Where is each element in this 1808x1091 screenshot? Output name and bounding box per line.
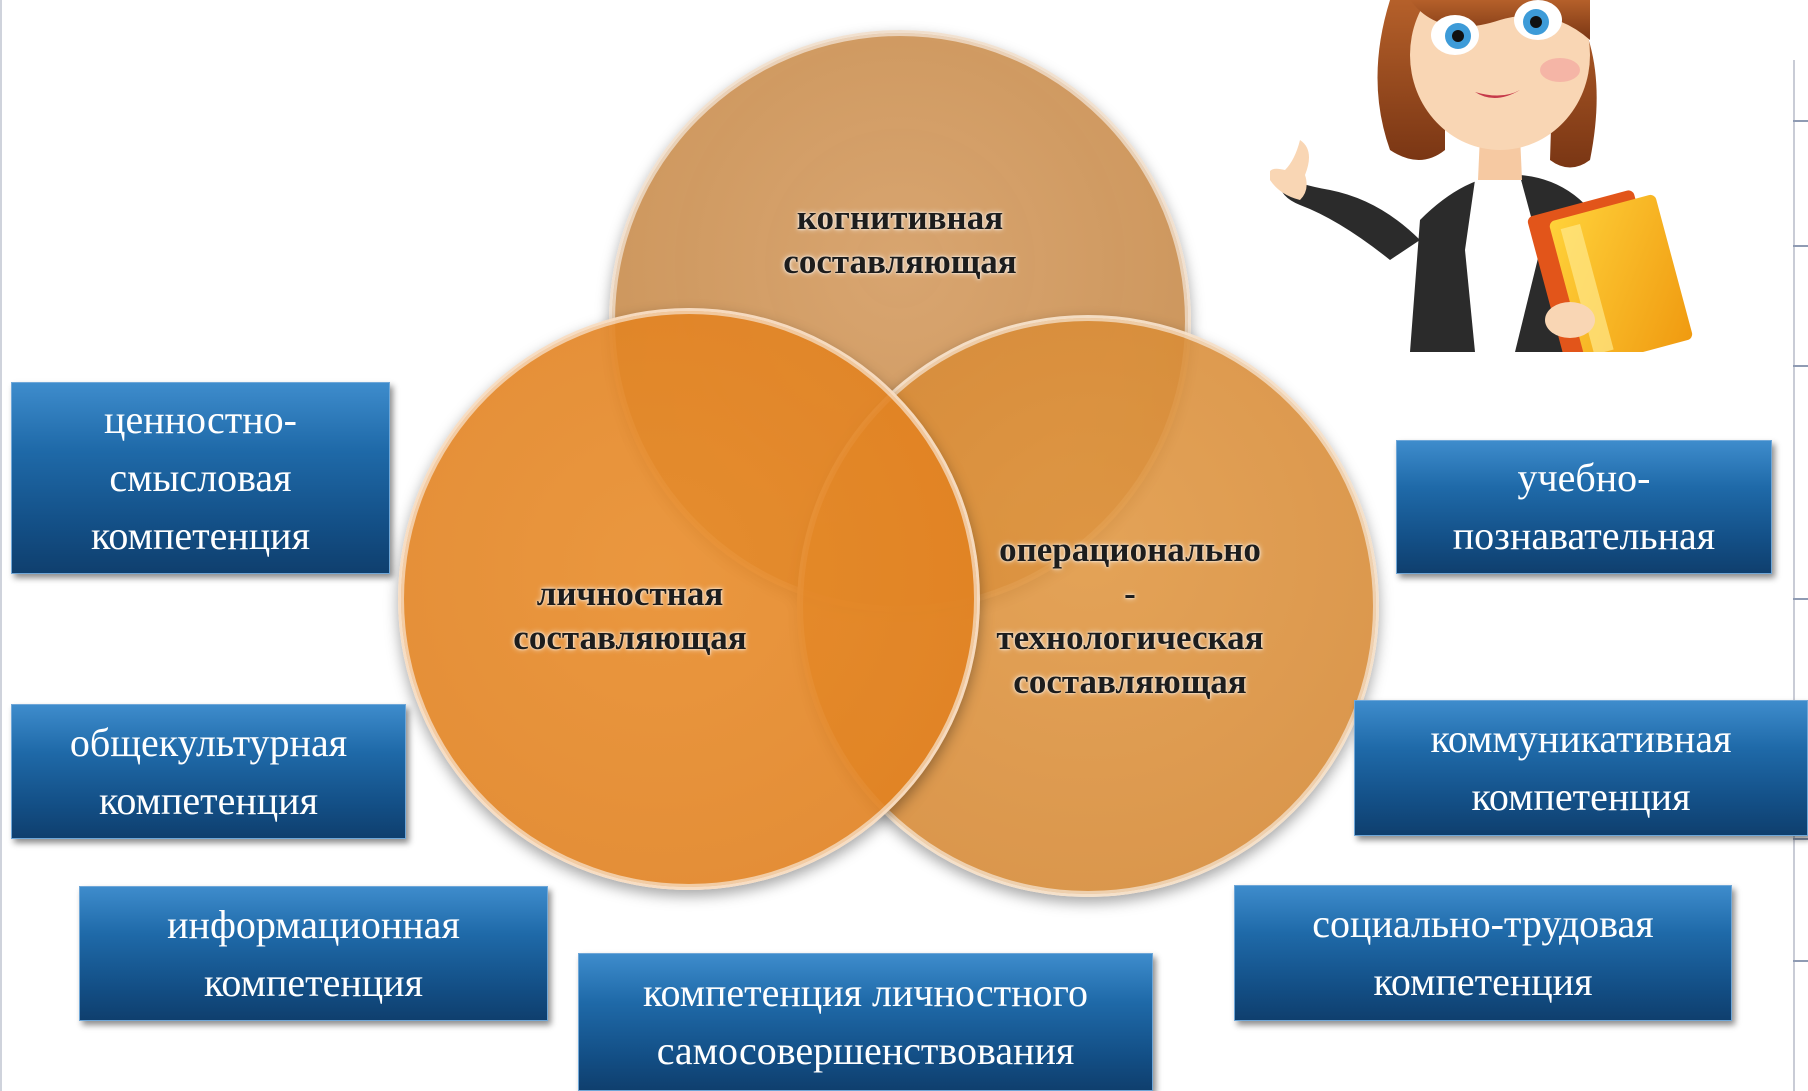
box-label: компетенция личностного самосовершенство… [643, 970, 1088, 1073]
shirt-shape [1465, 176, 1540, 352]
pupil-shape [1452, 30, 1464, 42]
mouth-shape [1475, 90, 1520, 99]
edge-tick [1793, 245, 1808, 247]
operational-label-line: технологическая [996, 618, 1264, 657]
educational-cognitive-competence-box: учебно-познавательная [1396, 440, 1772, 574]
hand-shape [1545, 302, 1595, 338]
informational-competence-box: информационная компетенция [79, 886, 548, 1021]
value-semantic-competence-box: ценностно-смысловая компетенция [11, 382, 390, 574]
cheek-shape [1540, 58, 1580, 82]
cognitive-label: когнитивная составляющая [783, 198, 1017, 281]
social-labor-competence-box: социально-трудовая компетенция [1234, 885, 1732, 1021]
personal-label: личностная составляющая [513, 574, 747, 657]
box-label: учебно-познавательная [1452, 455, 1716, 558]
box-label: социально-трудовая компетенция [1312, 901, 1654, 1004]
operational-label-line: - [1124, 574, 1136, 613]
box-label: ценностно-смысловая компетенция [91, 397, 310, 558]
arm-shape [1279, 175, 1420, 260]
general-cultural-competence-box: общекультурная компетенция [11, 704, 406, 839]
operational-label-line: составляющая [1013, 662, 1247, 701]
edge-tick [1793, 960, 1808, 962]
edge-tick [1793, 838, 1808, 840]
edge-tick [1793, 598, 1808, 600]
operational-label-line: операционально [999, 530, 1261, 569]
box-label: информационная компетенция [167, 901, 460, 1005]
box-label: коммуникативная компетенция [1430, 716, 1732, 819]
edge-tick [1793, 120, 1808, 122]
hand-shape [1270, 140, 1309, 200]
communicative-competence-box: коммуникативная компетенция [1354, 700, 1808, 836]
operational-label: операционально - технологическая составл… [940, 528, 1320, 704]
teacher-illustration [1270, 0, 1693, 352]
left-edge-line [0, 0, 2, 1091]
personal-circle [398, 308, 980, 890]
right-edge-line [1793, 60, 1795, 1091]
self-improvement-competence-box: компетенция личностного самосовершенство… [578, 953, 1153, 1091]
edge-tick [1793, 365, 1808, 367]
box-label: общекультурная компетенция [69, 719, 348, 823]
pupil-shape [1530, 16, 1542, 28]
